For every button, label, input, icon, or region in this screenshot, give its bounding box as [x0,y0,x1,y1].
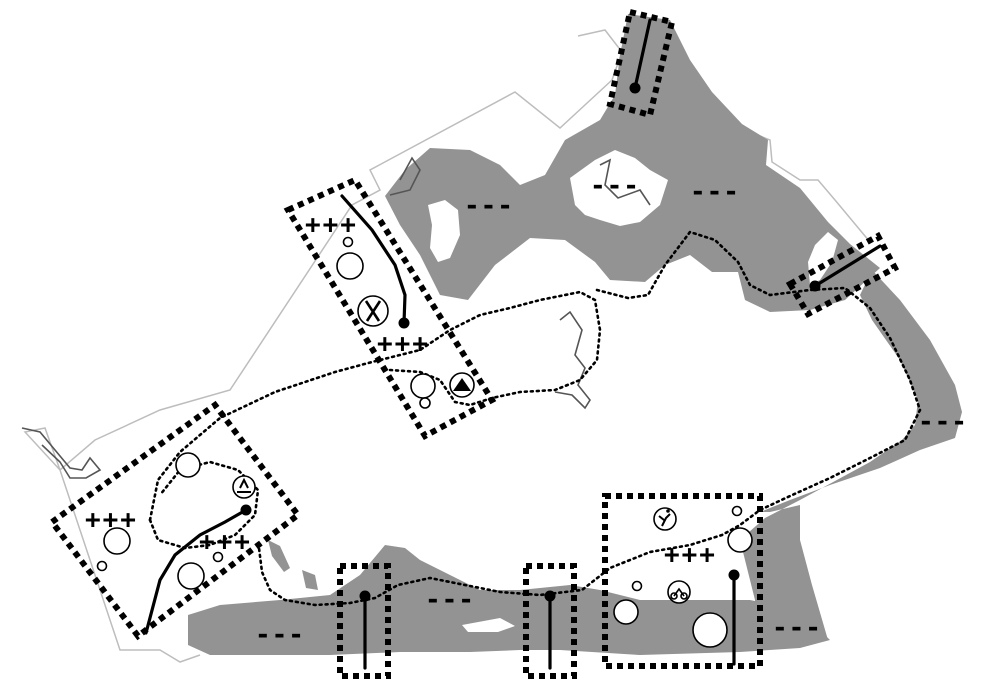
node-circle [103,527,131,555]
minus-marker: --- [590,171,640,201]
minus-marker: --- [425,585,475,615]
river-contour [389,156,421,196]
connector-central [340,194,407,325]
zone-box-south-1 [337,563,391,679]
grey-zone-east [740,270,962,650]
zone-box-south-2 [523,563,577,679]
grey-zone-south [188,545,830,655]
connector-west-dot [240,504,252,516]
connector-east [813,244,882,288]
connector-south-1-dot [359,590,371,602]
node-circle [419,397,431,409]
creek-contour [554,310,591,410]
connector-east-dot [809,280,821,292]
river-contour-2 [599,158,651,206]
node-circle [692,612,728,648]
connector-north [633,18,652,90]
node-circle [212,551,224,563]
connector-south-2-dot [544,590,556,602]
minus-marker: --- [918,407,968,437]
zone-box-west [47,400,303,641]
node-circle [96,560,108,572]
zone-box-east [785,231,900,318]
plus-marker: +++ [305,210,358,240]
grey-pocket [462,618,515,632]
creek-contour-2 [21,427,102,479]
grey-streak [268,540,290,572]
grey-streak-2 [302,570,318,590]
zone-box-north-top [606,8,676,119]
node-circle [631,580,643,592]
plus-marker: +++ [664,540,717,570]
tent-icon [449,372,475,398]
minus-marker: --- [255,620,305,650]
node-circle [613,599,639,625]
fork-knife-icon [357,295,389,327]
node-circle [336,252,364,280]
node-circle [410,373,436,399]
trail-north [256,230,922,607]
island-center [570,150,668,226]
node-circle [177,562,205,590]
running-person-icon [653,507,677,531]
minus-marker: --- [772,613,822,643]
connector-west [144,508,248,635]
connector-central-dot [398,317,410,329]
trail-main [148,290,602,522]
island-west [428,200,460,262]
node-circle [175,452,201,478]
zone-box-southeast [602,493,763,669]
plus-marker: +++ [199,527,252,557]
node-circle [342,236,354,248]
minus-marker: --- [690,177,740,207]
connector-southeast-dot [728,569,740,581]
campfire-icon [232,475,256,499]
zone-box-central [283,176,497,440]
cyclist-icon [667,580,691,604]
plus-marker: +++ [377,329,430,359]
site-boundary-north [739,127,871,243]
plus-marker: +++ [85,505,138,535]
site-boundary [23,29,623,663]
node-circle [731,505,743,517]
minus-marker: --- [464,191,514,221]
island-east [808,232,838,285]
node-circle [727,527,753,553]
connector-north-dot [629,82,641,94]
